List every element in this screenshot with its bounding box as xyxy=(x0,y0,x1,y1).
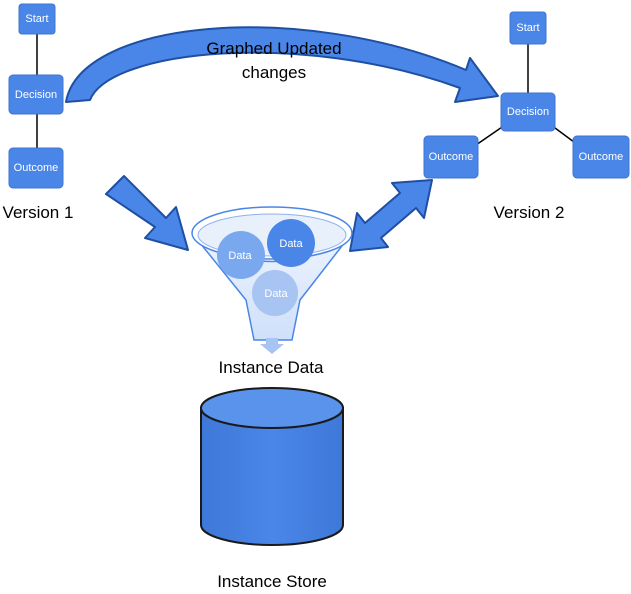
data-bubble-3-label: Data xyxy=(264,288,288,300)
data-bubble-2 xyxy=(267,219,315,267)
v2-connector-decision-outcome-left xyxy=(475,124,506,146)
graphed-updated-arrow xyxy=(65,26,499,103)
version2-workflow: Start Decision Outcome Outcome Version 2 xyxy=(423,11,630,222)
v1-outcome-label: Outcome xyxy=(14,162,59,174)
v1-start-node[interactable]: Start xyxy=(18,3,56,35)
data-bubble-1-label: Data xyxy=(228,250,252,262)
data-bubble-1 xyxy=(217,231,265,279)
v1-outcome-node[interactable]: Outcome xyxy=(8,147,64,189)
v2-outcome-right-node[interactable]: Outcome xyxy=(572,135,630,179)
funnel-output-arrow xyxy=(260,338,284,354)
data-bubble-3 xyxy=(252,270,298,316)
v2-outcome-left-label: Outcome xyxy=(429,151,474,163)
curved-arrow-label-line1: Graphed Updated xyxy=(206,39,341,58)
version1-to-funnel-arrow xyxy=(105,175,189,251)
v2-outcome-left-node[interactable]: Outcome xyxy=(423,135,479,179)
funnel-version2-double-arrow xyxy=(349,179,433,252)
data-bubble-2-label: Data xyxy=(279,238,303,250)
version2-label: Version 2 xyxy=(494,203,565,222)
curved-arrow-label-line2: changes xyxy=(242,63,306,82)
v1-decision-label: Decision xyxy=(15,89,57,101)
v1-start-label: Start xyxy=(25,13,48,25)
cylinder-top xyxy=(200,387,344,429)
v2-decision-label: Decision xyxy=(507,106,549,118)
cylinder-body xyxy=(200,407,344,546)
v2-decision-node[interactable]: Decision xyxy=(500,92,556,132)
v2-start-label: Start xyxy=(516,22,539,34)
version1-label: Version 1 xyxy=(3,203,74,222)
version1-workflow: Start Decision Outcome Version 1 xyxy=(3,3,74,222)
v2-start-node[interactable]: Start xyxy=(509,11,547,45)
v2-outcome-right-label: Outcome xyxy=(579,151,624,163)
v1-decision-node[interactable]: Decision xyxy=(8,74,64,115)
instance-store-cylinder[interactable] xyxy=(200,387,344,546)
funnel: Data Data Data xyxy=(191,206,353,341)
instance-data-label: Instance Data xyxy=(219,358,324,377)
instance-store-label: Instance Store xyxy=(217,572,327,591)
